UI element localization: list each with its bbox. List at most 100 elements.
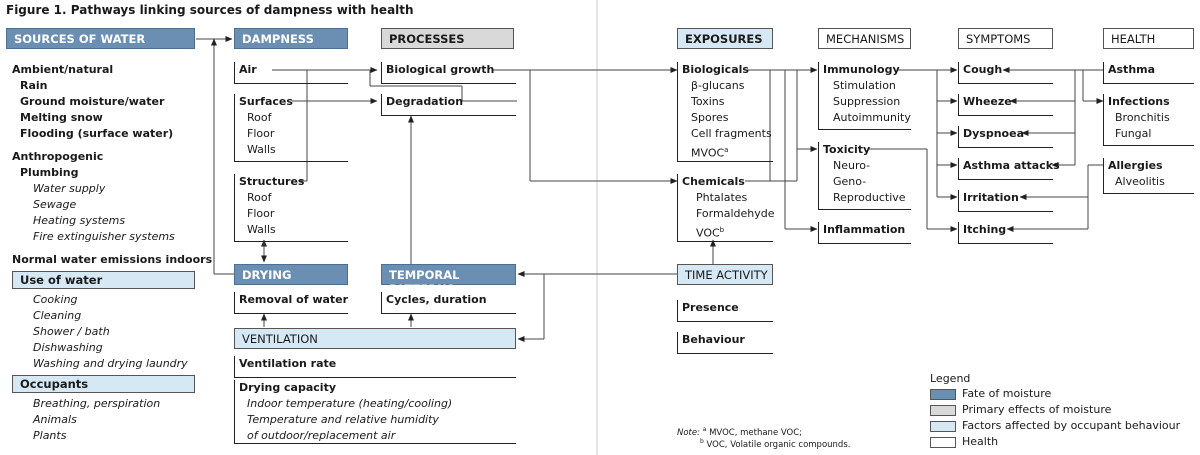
symptoms-header: SYMPTOMS — [958, 28, 1053, 49]
symptom-box — [958, 126, 1053, 148]
imm-item: Suppression — [833, 95, 901, 108]
health-infections: Infections — [1108, 95, 1170, 108]
drying-capacity-box — [234, 380, 516, 444]
occupant-item: Plants — [33, 429, 67, 442]
occupant-item: Animals — [33, 413, 77, 426]
chem-item: Formaldehyde — [696, 207, 775, 220]
legend-item: Primary effects of moisture — [962, 403, 1112, 416]
symptom-asthma-attacks: Asthma attacks — [963, 159, 1060, 172]
imm-item: Autoimmunity — [833, 111, 911, 124]
biologicals-label: Biologicals — [682, 63, 749, 76]
toxicity-label: Toxicity — [823, 143, 871, 156]
legend-swatch-white — [930, 437, 956, 448]
time-activity-header: TIME ACTIVITY — [677, 264, 773, 285]
allergies-box — [1103, 158, 1194, 194]
legend-swatch-light — [930, 421, 956, 432]
tox-item: Neuro- — [833, 159, 871, 172]
capacity-item: Indoor temperature (heating/cooling) — [247, 397, 453, 410]
temporal-header: TEMPORAL PATTERNS — [381, 264, 516, 296]
surface-item: Walls — [247, 143, 276, 156]
normal-emissions-heading: Normal water emissions indoors — [12, 253, 213, 266]
plumbing-heading: Plumbing — [20, 166, 79, 179]
cycles-label: Cycles, duration — [386, 293, 487, 306]
exposures-header: EXPOSURES — [677, 28, 773, 49]
sources-header: SOURCES OF WATER — [6, 28, 195, 49]
ambient-heading: Ambient/natural — [12, 63, 114, 76]
source-item: Ground moisture/water — [20, 95, 165, 108]
bio-item: β-glucans — [691, 79, 745, 92]
tox-item: Geno- — [833, 175, 867, 188]
symptom-irritation: Irritation — [963, 191, 1019, 204]
drying-header: DRYING — [234, 264, 348, 285]
use-item: Shower / bath — [33, 325, 110, 338]
legend-item: Factors affected by occupant behaviour — [962, 419, 1181, 432]
figure-title: Figure 1. Pathways linking sources of da… — [6, 3, 414, 17]
behaviour-box — [677, 332, 773, 354]
capacity-item: of outdoor/replacement air — [247, 429, 396, 442]
chemicals-box — [677, 174, 773, 242]
mvoc-footnote: a — [724, 146, 729, 154]
note-sup-b: b — [700, 438, 704, 445]
bio-item-mvoc-label: MVOC — [691, 146, 725, 160]
allergy-item: Alveolitis — [1115, 175, 1165, 188]
structures-label: Structures — [239, 175, 305, 188]
removal-label: Removal of water — [239, 293, 349, 306]
anthropogenic-heading: Anthropogenic — [12, 150, 104, 163]
symptom-box — [958, 158, 1053, 180]
surface-item: Roof — [247, 111, 272, 124]
health-header: HEALTH — [1103, 28, 1194, 49]
symptom-box — [958, 94, 1053, 116]
occupants-label: Occupants — [12, 375, 195, 393]
structure-item: Walls — [247, 223, 276, 236]
immunology-box — [818, 62, 911, 130]
legend-item: Health — [962, 435, 999, 448]
air-label: Air — [239, 63, 257, 76]
source-item: Rain — [20, 79, 48, 92]
use-item: Cleaning — [33, 309, 82, 322]
chem-item-voc-label: VOC — [696, 226, 720, 240]
bio-item: Toxins — [691, 95, 725, 108]
vent-rate-box — [234, 356, 516, 378]
vent-rate-label: Ventilation rate — [239, 357, 337, 370]
immunology-label: Immunology — [823, 63, 900, 76]
cycles-box — [381, 292, 516, 314]
degradation-box — [381, 94, 516, 116]
health-allergies: Allergies — [1108, 159, 1163, 172]
presence-box — [677, 300, 773, 322]
behaviour-label: Behaviour — [682, 333, 745, 346]
symptom-wheeze: Wheeze — [963, 95, 1012, 108]
capacity-item: Temperature and relative humidity — [247, 413, 439, 426]
asthma-box — [1103, 62, 1194, 84]
inflammation-box — [818, 222, 911, 244]
bio-growth-label: Biological growth — [386, 63, 495, 76]
use-of-water-label: Use of water — [12, 271, 195, 289]
legend-item: Fate of moisture — [962, 387, 1052, 400]
structure-item: Roof — [247, 191, 272, 204]
plumbing-item: Heating systems — [33, 214, 126, 227]
mechanisms-header: MECHANISMS — [818, 28, 911, 49]
infections-box — [1103, 94, 1194, 146]
symptom-itching: Itching — [963, 223, 1007, 236]
chem-item-voc: VOCb — [696, 222, 724, 242]
source-item: Flooding (surface water) — [20, 127, 174, 140]
bio-item: Spores — [691, 111, 729, 124]
legend-swatch-grey — [930, 405, 956, 416]
legend-title: Legend — [930, 372, 971, 385]
use-item: Cooking — [33, 293, 78, 306]
surfaces-box — [234, 94, 348, 162]
occupant-item: Breathing, perspiration — [33, 397, 161, 410]
note-line2: b VOC, Volatile organic compounds. — [700, 436, 850, 451]
note-label: Note: — [677, 427, 700, 438]
bio-item: Cell fragments — [691, 127, 772, 140]
symptom-box — [958, 222, 1053, 244]
symptom-box — [958, 190, 1053, 212]
chem-item: Phtalates — [696, 191, 748, 204]
structure-item: Floor — [247, 207, 275, 220]
note-text-b: VOC, Volatile organic compounds. — [703, 439, 851, 450]
infection-item: Bronchitis — [1115, 111, 1170, 124]
presence-label: Presence — [682, 301, 739, 314]
note-sup-a: a — [702, 426, 707, 433]
bio-growth-box — [381, 62, 516, 84]
health-asthma: Asthma — [1108, 63, 1156, 76]
symptom-cough: Cough — [963, 63, 1003, 76]
